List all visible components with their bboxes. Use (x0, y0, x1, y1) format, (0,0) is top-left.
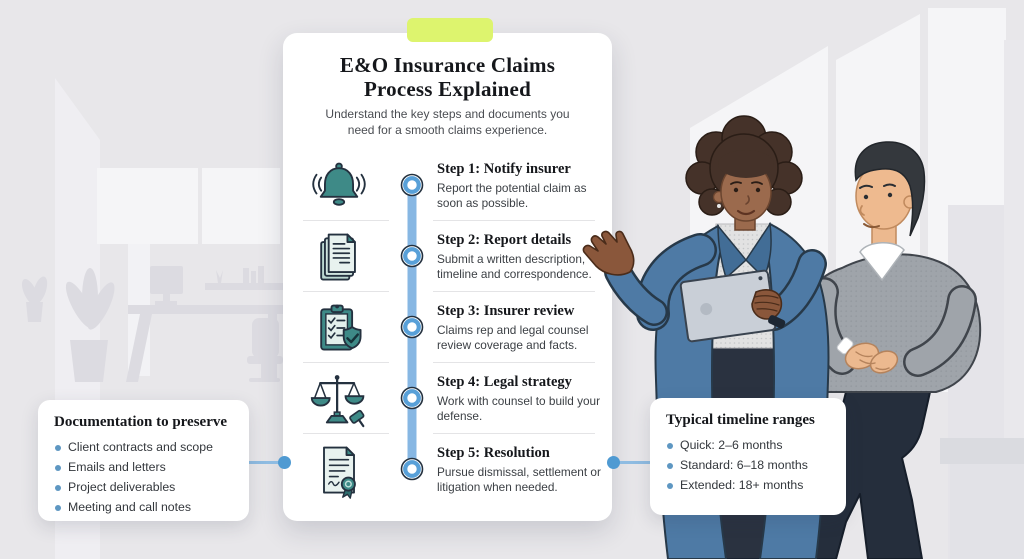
clipboard-shield-icon (320, 304, 362, 350)
bullet-item: Project deliverables (54, 478, 233, 498)
documentation-list: Client contracts and scope Emails and le… (54, 438, 233, 518)
timeline-callout: Typical timeline ranges Quick: 2–6 month… (650, 398, 846, 515)
step-title: Step 4: Legal strategy (437, 373, 572, 390)
step-row-3: Step 3: Insurer review Claims rep and le… (283, 292, 612, 363)
timeline-callout-title: Typical timeline ranges (666, 412, 815, 428)
step-title: Step 5: Resolution (437, 444, 550, 461)
step-title: Step 3: Insurer review (437, 302, 575, 319)
step-description: Report the potential claim as soon as po… (437, 180, 587, 210)
woman-open-hand (582, 230, 635, 276)
step-row-5: Step 5: Resolution Pursue dismissal, set… (283, 434, 612, 505)
page-subtitle: Understand the key steps and documents y… (325, 107, 570, 138)
step-title: Step 2: Report details (437, 231, 572, 248)
woman-gesture-arm (582, 230, 717, 331)
woman-holding-hand (751, 289, 786, 329)
earring (717, 204, 721, 208)
step-title: Step 1: Notify insurer (437, 160, 571, 177)
step-row-2: Step 2: Report details Submit a written … (283, 221, 612, 292)
bullet-item: Client contracts and scope (54, 438, 233, 458)
documentation-callout-title: Documentation to preserve (54, 414, 228, 430)
step-description: Submit a written description, timeline a… (437, 251, 592, 281)
process-card: E&O Insurance Claims Process Explained U… (283, 18, 612, 521)
page-title: E&O Insurance Claims Process Explained (339, 53, 556, 101)
timeline-list: Quick: 2–6 months Standard: 6–18 months … (666, 436, 830, 496)
step-description: Work with counsel to build your defense. (437, 393, 601, 423)
timeline-spine (400, 173, 424, 481)
step-description: Claims rep and legal counsel review cove… (437, 322, 589, 352)
bullet-item: Emails and letters (54, 458, 233, 478)
left-connector-dot (278, 456, 291, 469)
man-hair (854, 141, 926, 237)
certificate-icon (323, 446, 356, 499)
left-connector-line (247, 461, 281, 464)
step-row-1: Step 1: Notify insurer Report the potent… (283, 150, 612, 221)
documents-icon (320, 233, 356, 280)
woman-head (685, 115, 803, 222)
step-row-4: Step 4: Legal strategy Work with counsel… (283, 363, 612, 434)
bullet-item: Extended: 18+ months (666, 476, 830, 496)
bullet-item: Quick: 2–6 months (666, 436, 830, 456)
woman-fringe (718, 150, 774, 178)
woman-face-features (730, 181, 763, 216)
step-description: Pursue dismissal, settlement or litigati… (437, 464, 601, 494)
man-hands-clasped (844, 342, 899, 374)
documentation-callout: Documentation to preserve Client contrac… (38, 400, 249, 521)
right-connector-line (615, 461, 652, 464)
timeline-node (400, 173, 424, 481)
bullet-item: Meeting and call notes (54, 498, 233, 518)
man-collar (859, 242, 905, 282)
watch (768, 315, 786, 329)
steps-list: Step 1: Notify insurer Report the potent… (283, 150, 612, 505)
bullet-item: Standard: 6–18 months (666, 456, 830, 476)
bell-icon (312, 162, 366, 206)
tape-accent (407, 18, 493, 42)
man-face-features (859, 183, 896, 229)
scales-gavel-icon (310, 374, 365, 427)
furniture-silhouette (21, 266, 288, 382)
right-connector-dot (607, 456, 620, 469)
